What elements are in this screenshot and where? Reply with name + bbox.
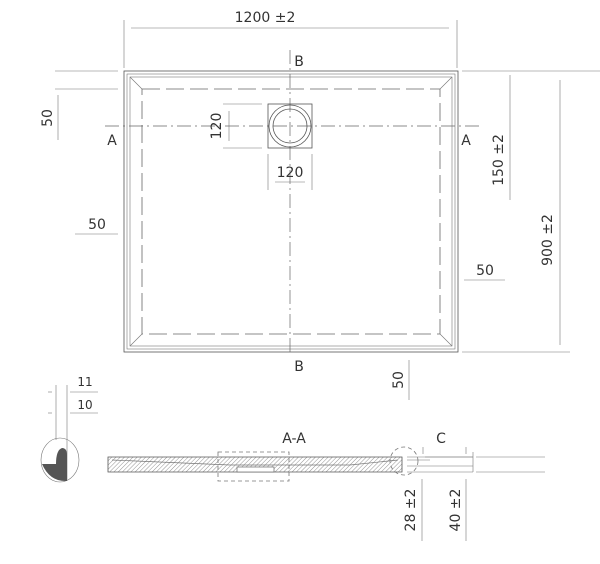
drain-offset-label: 150 ±2 [491,134,507,186]
border-right-label: 50 [476,263,494,279]
section-a-a-label: A-A [282,431,306,447]
border-left-label: 50 [88,217,106,233]
detail-inner-label: 10 [77,398,92,412]
width-label: 1200 ±2 [235,10,296,26]
detail-c-label: C [436,431,446,447]
section-a-a: A-A C 28 ±2 40 ±2 [107,431,545,541]
drain [223,103,313,190]
width-dimension: 1200 ±2 [123,10,458,68]
section-b-top-label: B [294,54,304,70]
section-a-left-label: A [107,133,117,149]
height-label: 900 ±2 [540,214,556,266]
thickness-label: 28 ±2 [403,489,419,532]
tray-plan [55,50,600,356]
drain-height-label: 120 [209,113,225,140]
drain-width-label: 120 [277,165,304,181]
section-b-bottom-label: B [294,359,304,375]
border-bottom-label: 50 [391,371,407,389]
section-a-right-label: A [461,133,471,149]
detail-outer-label: 11 [77,375,92,389]
border-top-label: 50 [40,109,56,127]
edge-detail: 11 10 [40,375,98,483]
total-height-label: 40 ±2 [448,489,464,532]
